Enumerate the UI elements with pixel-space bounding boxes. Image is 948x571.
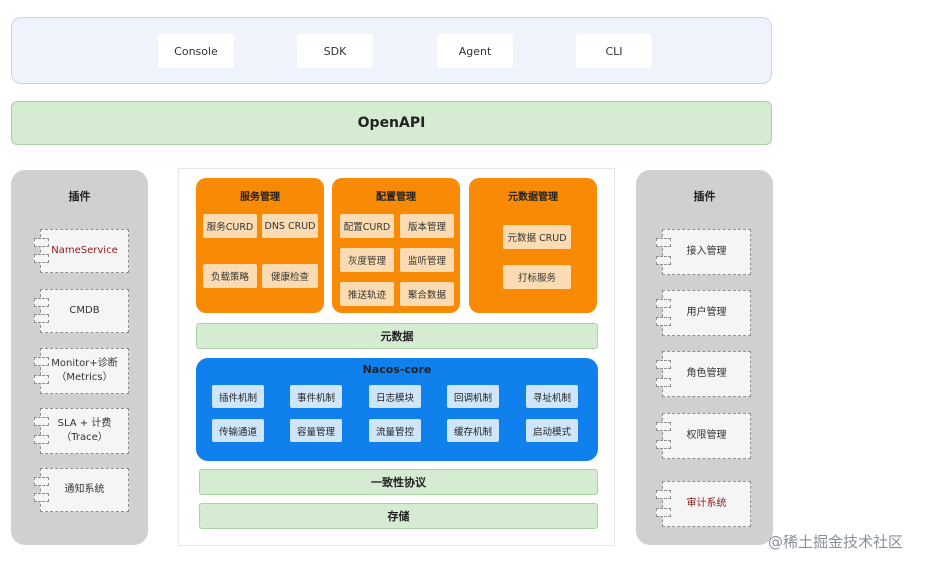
chip-load-strategy: 负载策略 <box>203 264 257 288</box>
storage-layer: 存储 <box>199 503 598 529</box>
client-cli: CLI <box>576 34 652 68</box>
chip-dns-crud: DNS CRUD <box>262 214 318 238</box>
consistency-protocol-layer: 一致性协议 <box>199 469 598 495</box>
config-mgmt-panel: 配置管理 配置CURD 版本管理 灰度管理 监听管理 推送轨迹 聚合数据 <box>332 178 460 313</box>
nacos-core-panel: Nacos-core 插件机制 事件机制 日志模块 回调机制 寻址机制 传输通道… <box>196 358 598 461</box>
right-plugin-column: 插件 接入管理 用户管理 角色管理 权限管理 审计系统 <box>636 170 773 545</box>
metadata-mgmt-panel: 元数据管理 元数据 CRUD 打标服务 <box>469 178 597 313</box>
left-plugin-column: 插件 NameService CMDB Monitor+诊断 （Metrics）… <box>11 170 148 545</box>
chip-traffic-control: 流量管控 <box>369 419 421 442</box>
metadata-mgmt-title: 元数据管理 <box>508 192 558 203</box>
chip-config-curd: 配置CURD <box>340 214 394 238</box>
chip-event-mechanism: 事件机制 <box>290 385 342 408</box>
right-plugin-title: 插件 <box>693 190 716 203</box>
chip-capacity-mgmt: 容量管理 <box>290 419 342 442</box>
nacos-core-title: Nacos-core <box>362 363 432 376</box>
chip-gray-mgmt: 灰度管理 <box>340 248 394 272</box>
client-agent: Agent <box>437 34 513 68</box>
clients-bar: Console SDK Agent CLI <box>11 17 772 84</box>
watermark: @稀土掘金技术社区 <box>768 533 904 551</box>
chip-version-mgmt: 版本管理 <box>400 214 454 238</box>
metadata-layer: 元数据 <box>196 323 598 349</box>
service-mgmt-panel: 服务管理 服务CURD DNS CRUD 负载策略 健康检查 <box>196 178 324 313</box>
plugin-cmdb: CMDB <box>34 289 129 333</box>
chip-listen-mgmt: 监听管理 <box>400 248 454 272</box>
chip-plugin-mechanism: 插件机制 <box>212 385 264 408</box>
chip-transport-channel: 传输通道 <box>212 419 264 442</box>
plugin-sla: SLA + 计费 （Trace） <box>34 408 129 454</box>
plugin-user-mgmt: 用户管理 <box>656 290 751 336</box>
plugin-role-mgmt: 角色管理 <box>656 351 751 397</box>
plugin-nameservice: NameService <box>34 229 129 273</box>
plugin-monitor: Monitor+诊断 （Metrics） <box>34 348 129 394</box>
openapi-layer: OpenAPI <box>11 101 772 145</box>
config-mgmt-title: 配置管理 <box>376 192 416 203</box>
plugin-access-mgmt: 接入管理 <box>656 229 751 275</box>
client-console: Console <box>158 34 234 68</box>
chip-aggregate-data: 聚合数据 <box>400 282 454 306</box>
chip-service-curd: 服务CURD <box>203 214 257 238</box>
plugin-notification: 通知系统 <box>34 468 129 512</box>
chip-metadata-crud: 元数据 CRUD <box>503 225 571 249</box>
client-sdk: SDK <box>297 34 373 68</box>
chip-health-check: 健康检查 <box>262 264 318 288</box>
left-plugin-title: 插件 <box>68 190 91 203</box>
chip-callback-mechanism: 回调机制 <box>447 385 499 408</box>
chip-addressing-mechanism: 寻址机制 <box>526 385 578 408</box>
chip-tagging-service: 打标服务 <box>503 265 571 289</box>
plugin-permission-mgmt: 权限管理 <box>656 413 751 459</box>
service-mgmt-title: 服务管理 <box>240 192 280 203</box>
plugin-audit: 审计系统 <box>656 481 751 527</box>
chip-startup-mode: 启动模式 <box>526 419 578 442</box>
chip-log-module: 日志模块 <box>369 385 421 408</box>
chip-cache-mechanism: 缓存机制 <box>447 419 499 442</box>
chip-push-trace: 推送轨迹 <box>340 282 394 306</box>
